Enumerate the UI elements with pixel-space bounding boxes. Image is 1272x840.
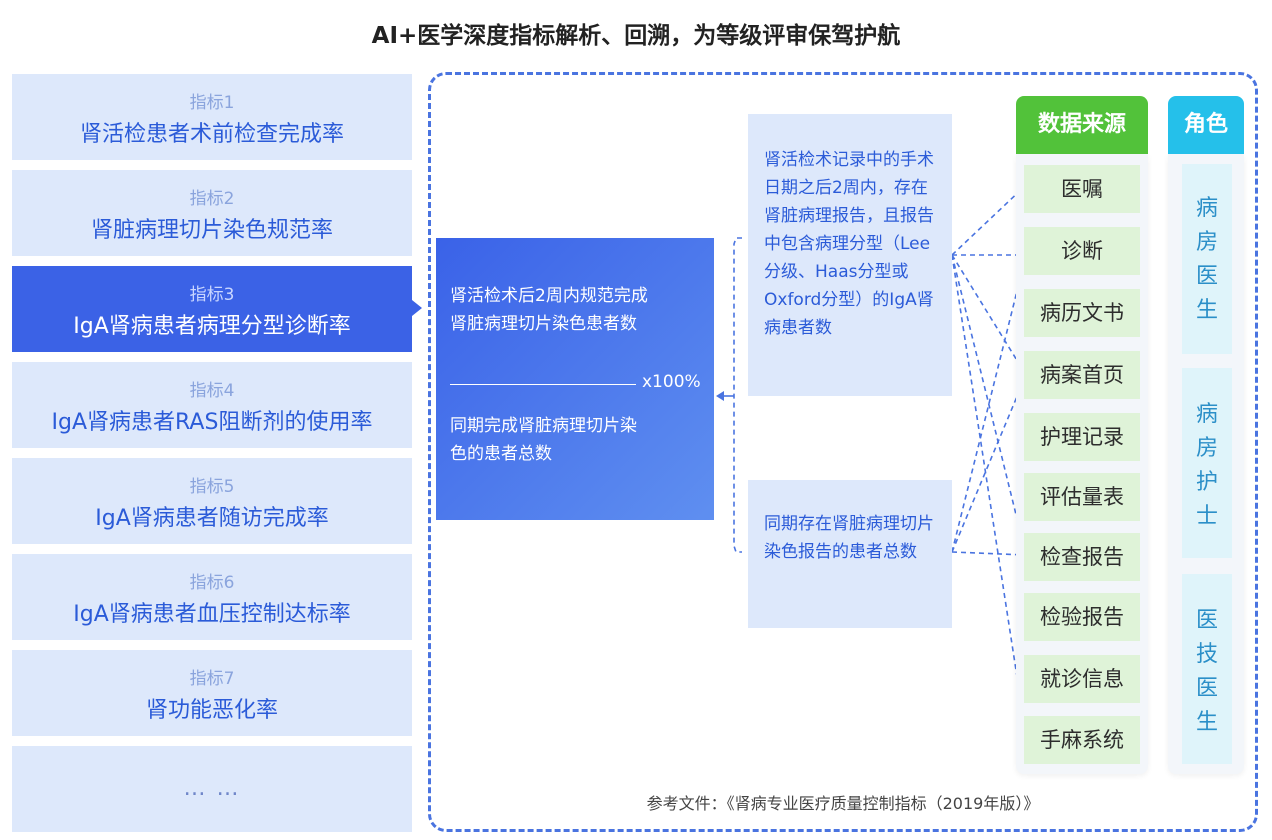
data-source-item[interactable]: 病案首页 bbox=[1024, 351, 1140, 399]
indicator-label: 指标1 bbox=[189, 93, 235, 113]
indicator-text: 肾脏病理切片染色规范率 bbox=[90, 218, 333, 243]
formula-box: 肾活检术后2周内规范完成肾脏病理切片染色患者数 x100% 同期完成肾脏病理切片… bbox=[436, 238, 714, 520]
data-source-item[interactable]: 医嘱 bbox=[1024, 165, 1140, 213]
reference-note: 参考文件：《肾病专业医疗质量控制指标（2019年版）》 bbox=[646, 794, 1040, 813]
link-line bbox=[951, 254, 1027, 736]
role-char: 房 bbox=[1195, 230, 1218, 255]
role-char: 病 bbox=[1195, 196, 1218, 221]
data-source-item[interactable]: 护理记录 bbox=[1024, 413, 1140, 461]
data-source-item[interactable]: 手麻系统 bbox=[1024, 716, 1140, 764]
link-line bbox=[951, 254, 1027, 553]
indicator-card-5[interactable]: 指标5 IgA肾病患者随访完成率 bbox=[12, 458, 412, 544]
role-char: 士 bbox=[1195, 504, 1218, 529]
analysis-frame bbox=[428, 72, 1258, 832]
source-box-denominator: 同期存在肾脏病理切片染色报告的患者总数 bbox=[748, 480, 952, 628]
source-text: 同期存在肾脏病理切片染色报告的患者总数 bbox=[764, 514, 934, 562]
role-header: 角色 bbox=[1168, 96, 1244, 154]
role-char: 生 bbox=[1195, 298, 1218, 323]
data-source-item[interactable]: 就诊信息 bbox=[1024, 655, 1140, 703]
indicator-card-4[interactable]: 指标4 IgA肾病患者RAS阻断剂的使用率 bbox=[12, 362, 412, 448]
link-line bbox=[951, 184, 1027, 256]
data-source-item[interactable]: 评估量表 bbox=[1024, 473, 1140, 521]
fraction-bar bbox=[450, 384, 636, 385]
indicator-card-2[interactable]: 指标2 肾脏病理切片染色规范率 bbox=[12, 170, 412, 256]
indicator-card-3-active[interactable]: 指标3 IgA肾病患者病理分型诊断率 bbox=[12, 266, 412, 352]
formula-multiplier: x100% bbox=[642, 372, 701, 392]
more-ellipsis: … … bbox=[183, 776, 241, 801]
data-source-header: 数据来源 bbox=[1016, 96, 1148, 154]
data-source-item[interactable]: 检查报告 bbox=[1024, 533, 1140, 581]
active-pointer-icon bbox=[412, 300, 422, 316]
link-line bbox=[951, 254, 1027, 556]
role-char: 医 bbox=[1195, 608, 1218, 633]
formula-arrow-icon bbox=[716, 391, 724, 401]
data-source-item[interactable]: 检验报告 bbox=[1024, 593, 1140, 641]
formula-numerator: 肾活检术后2周内规范完成肾脏病理切片染色患者数 bbox=[450, 286, 648, 334]
data-source-item[interactable]: 诊断 bbox=[1024, 227, 1140, 275]
formula-denominator: 同期完成肾脏病理切片染色的患者总数 bbox=[450, 416, 637, 464]
indicator-label: 指标5 bbox=[189, 477, 235, 497]
indicator-label: 指标6 bbox=[189, 573, 235, 593]
role-char: 病 bbox=[1195, 402, 1218, 427]
source-bracket bbox=[733, 237, 742, 553]
role-char: 医 bbox=[1195, 676, 1218, 701]
indicator-card-1[interactable]: 指标1 肾活检患者术前检查完成率 bbox=[12, 74, 412, 160]
indicator-text: IgA肾病患者RAS阻断剂的使用率 bbox=[51, 410, 373, 435]
indicator-text: IgA肾病患者血压控制达标率 bbox=[73, 602, 351, 627]
role-ward-nurse[interactable]: 病 房 护 士 bbox=[1182, 368, 1232, 558]
indicator-label: 指标4 bbox=[189, 381, 235, 401]
indicator-text: IgA肾病患者随访完成率 bbox=[95, 506, 329, 531]
indicator-text: IgA肾病患者病理分型诊断率 bbox=[73, 314, 351, 339]
indicator-card-6[interactable]: 指标6 IgA肾病患者血压控制达标率 bbox=[12, 554, 412, 640]
indicator-label: 指标2 bbox=[189, 189, 235, 209]
role-char: 房 bbox=[1195, 436, 1218, 461]
data-source-item[interactable]: 病历文书 bbox=[1024, 289, 1140, 337]
role-ward-doctor[interactable]: 病 房 医 生 bbox=[1182, 164, 1232, 354]
source-text: 肾活检术记录中的手术日期之后2周内，存在肾脏病理报告，且报告中包含病理分型（Le… bbox=[764, 150, 934, 338]
role-char: 生 bbox=[1195, 710, 1218, 735]
link-line bbox=[951, 254, 1027, 376]
role-char: 护 bbox=[1195, 470, 1218, 495]
indicator-label: 指标3 bbox=[189, 285, 235, 305]
role-medtech-doctor[interactable]: 医 技 医 生 bbox=[1182, 574, 1232, 764]
source-box-numerator: 肾活检术记录中的手术日期之后2周内，存在肾脏病理报告，且报告中包含病理分型（Le… bbox=[748, 114, 952, 396]
link-line bbox=[951, 551, 1027, 556]
indicator-card-more[interactable]: … … bbox=[12, 746, 412, 832]
page-title: AI+医学深度指标解析、回溯，为等级评审保驾护航 bbox=[371, 23, 901, 49]
indicator-text: 肾功能恶化率 bbox=[145, 698, 278, 723]
link-line bbox=[951, 374, 1027, 553]
indicator-label: 指标7 bbox=[189, 669, 235, 689]
indicator-card-7[interactable]: 指标7 肾功能恶化率 bbox=[12, 650, 412, 736]
role-char: 医 bbox=[1195, 264, 1218, 289]
role-char: 技 bbox=[1195, 642, 1218, 667]
indicator-text: 肾活检患者术前检查完成率 bbox=[79, 122, 344, 147]
